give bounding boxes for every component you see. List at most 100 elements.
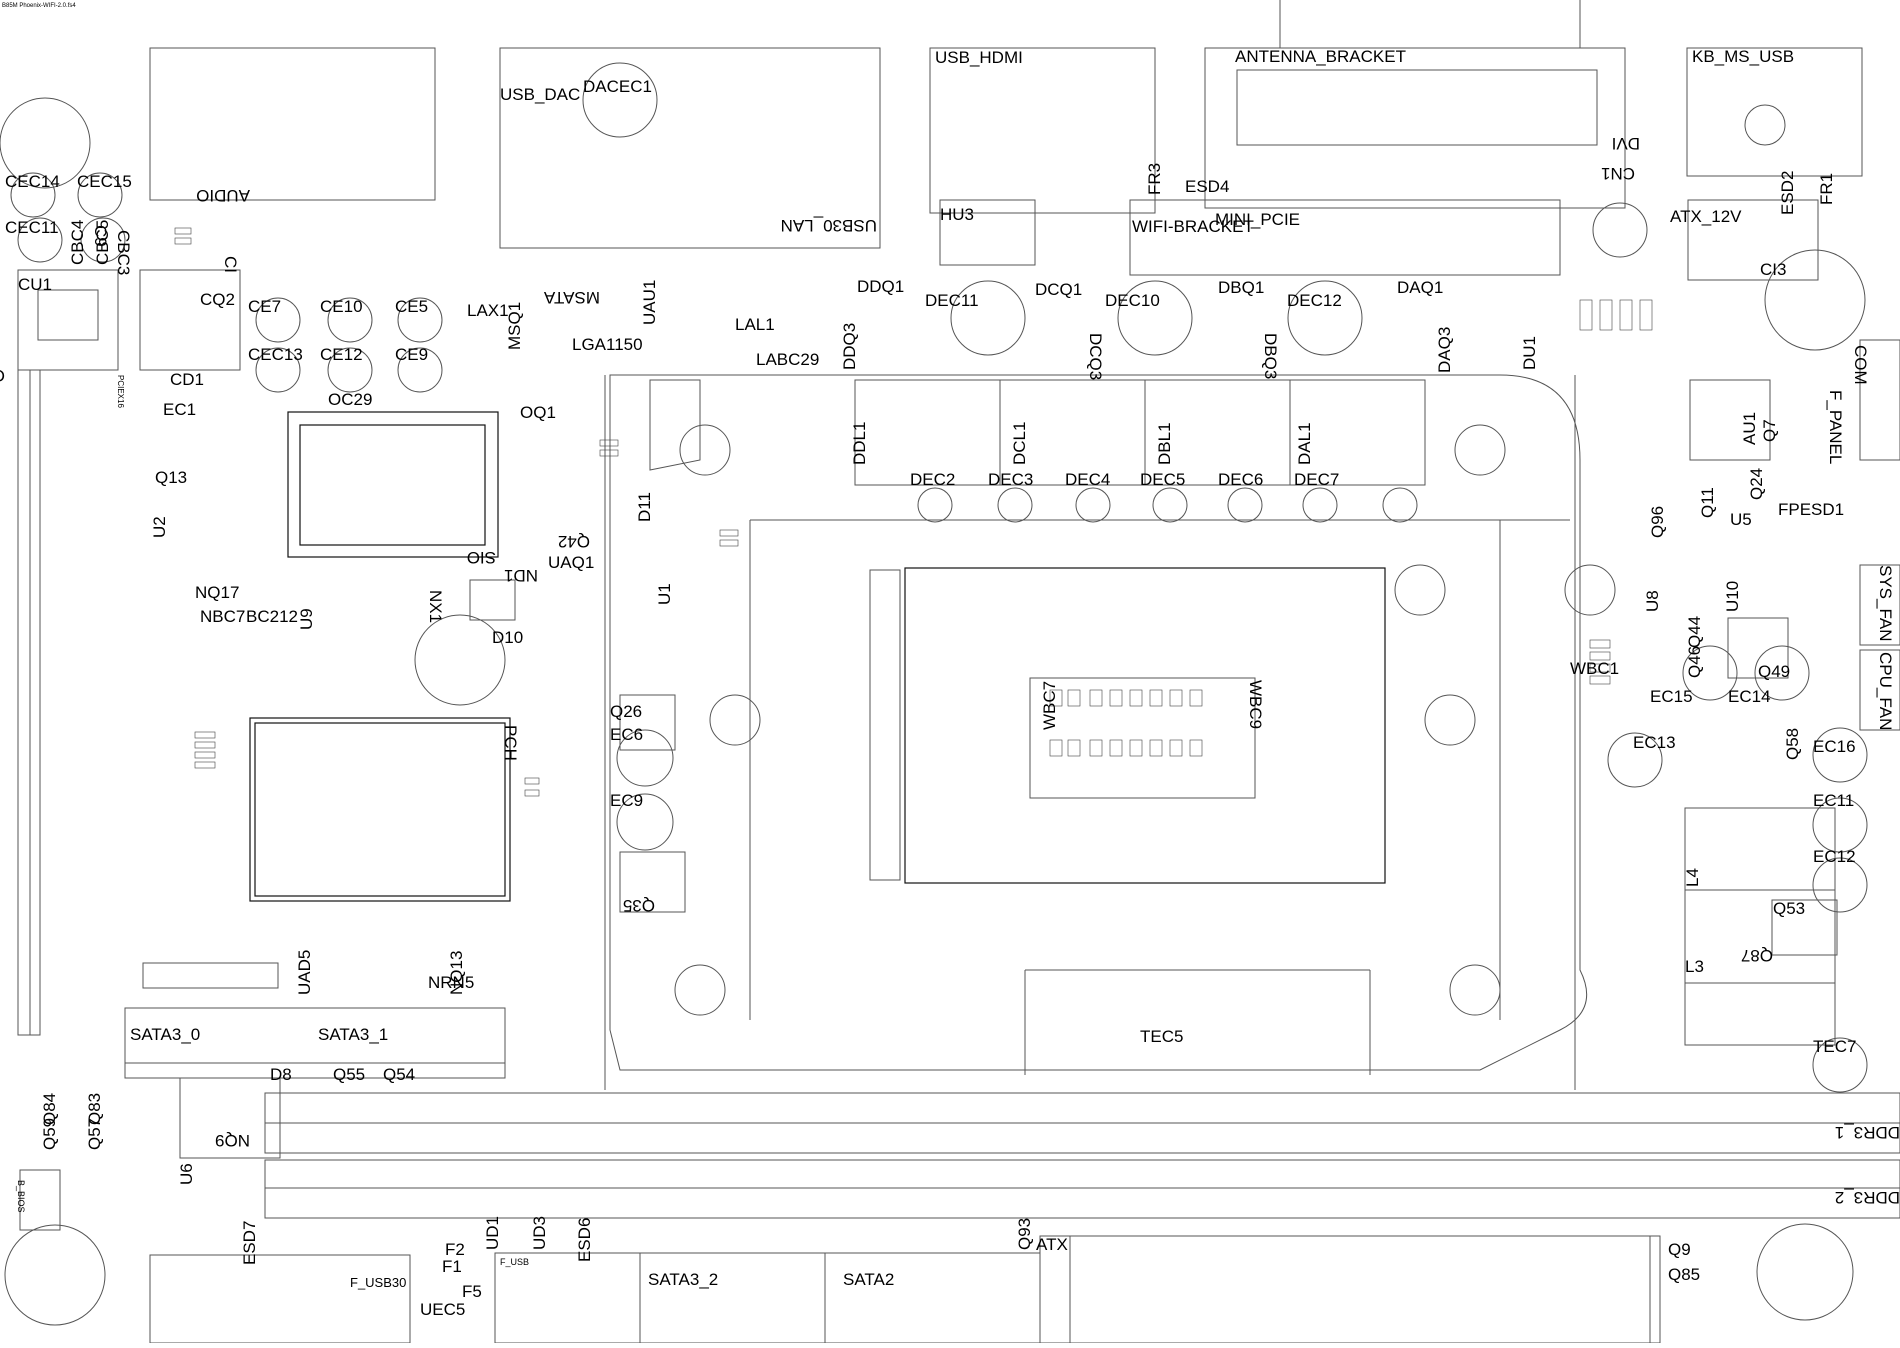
component-label-bc212: BC212 [246, 607, 298, 626]
component-label-dec12: DEC12 [1287, 291, 1342, 310]
component-label-ce9: CE9 [395, 345, 428, 364]
component-label-wbc9: WBC9 [1246, 680, 1265, 729]
component-label-u2: U2 [150, 516, 169, 538]
component-label-q11: Q11 [1698, 487, 1717, 518]
component-label-q9: Q9 [1668, 1240, 1691, 1259]
pciex16-label: PCIEX16 [116, 375, 125, 408]
component-label-u6: U6 [177, 1163, 196, 1185]
component-label-cbc3: CBC3 [114, 230, 133, 275]
component-label-uau1: UAU1 [640, 280, 659, 325]
component-label-ud3: UD3 [530, 1216, 549, 1250]
component-label-dacec1: DACEC1 [583, 77, 652, 96]
component-label-q49: Q49 [1758, 662, 1790, 681]
component-label-dcq3: DCQ3 [1086, 333, 1105, 380]
component-label-q7: Q7 [1760, 419, 1779, 442]
component-label-dec4: DEC4 [1065, 470, 1110, 489]
component-label-f1: F1 [442, 1257, 462, 1276]
component-label-esd2: ESD2 [1778, 171, 1797, 215]
pch-label: PCH [501, 725, 520, 761]
component-label-q44: Q44 [1685, 616, 1704, 648]
component-label-dec7: DEC7 [1294, 470, 1339, 489]
component-label-f2: F2 [445, 1240, 465, 1259]
component-label-q26: Q26 [610, 702, 642, 721]
component-label-l3: L3 [1685, 957, 1704, 976]
component-label-ce5: CE5 [395, 297, 428, 316]
component-label-ec12: EC12 [1813, 847, 1856, 866]
component-label-dbq1: DBQ1 [1218, 278, 1264, 297]
usb-dac-label: USB_DAC [500, 85, 580, 104]
audio-label: AUDIO [196, 186, 250, 205]
component-label-ec1: EC1 [163, 400, 196, 419]
component-label-ec16: EC16 [1813, 737, 1856, 756]
component-label-ec11: EC11 [1813, 791, 1854, 810]
component-label-dec5: DEC5 [1140, 470, 1185, 489]
component-label-dec3: DEC3 [988, 470, 1033, 489]
lga1150-label: LGA1150 [572, 335, 643, 354]
atx-12v-label: ATX_12V [1670, 207, 1742, 226]
component-label-nq9: NQ9 [215, 1131, 250, 1150]
msata-label: MSATA [543, 288, 600, 307]
component-label-wbc1: WBC1 [1570, 659, 1619, 678]
component-label-dec11: DEC11 [925, 291, 979, 310]
component-label-oq1: OQ1 [520, 403, 556, 422]
component-label-u8: U8 [1643, 590, 1662, 612]
usb-hdmi-label: USB_HDMI [935, 48, 1023, 67]
component-label-u10: U10 [1723, 581, 1742, 612]
component-label-uec5: UEC5 [420, 1300, 465, 1319]
sata3-1-label: SATA3_1 [318, 1025, 388, 1044]
component-label-cbc5: CBC5 [93, 220, 112, 265]
component-label-ec13: EC13 [1633, 733, 1676, 752]
kb-ms-usb-label: KB_MS_USB [1692, 47, 1794, 66]
component-label-nq13: NQ13 [447, 951, 466, 995]
component-label-cu1: CU1 [18, 275, 52, 294]
component-label-hu3: HU3 [940, 205, 974, 224]
component-label-cn1: CN1 [1601, 164, 1635, 183]
component-label-du1: DU1 [1520, 336, 1539, 370]
wifi-bracket-label: WIFI-BRACKET [1132, 217, 1254, 236]
antenna-bracket-label: ANTENNA_BRACKET [1235, 47, 1406, 66]
component-label-fpesd1: FPESD1 [1778, 500, 1844, 519]
component-label-q24: Q24 [1747, 468, 1766, 500]
component-label-c9: C9 [91, 225, 110, 247]
component-label-q59: Q59 [40, 1118, 59, 1150]
component-label-q54: Q54 [383, 1065, 415, 1084]
f-usb30-label: F_USB30 [350, 1275, 406, 1290]
component-label-nx1: NX1 [426, 590, 445, 623]
component-label-ddq3: DDQ3 [840, 323, 859, 370]
component-label-uad5: UAD5 [295, 950, 314, 995]
component-label-q87: Q87 [1741, 946, 1773, 965]
component-label-d11: D11 [635, 492, 654, 522]
component-label-tec5: TEC5 [1140, 1027, 1183, 1046]
component-label-wbc7: WBC7 [1040, 681, 1059, 730]
component-label-q93: Q93 [1015, 1218, 1034, 1250]
component-label-esd4: ESD4 [1185, 177, 1229, 196]
component-label-uaq1: UAQ1 [548, 553, 594, 572]
component-label-q96: Q96 [1648, 506, 1667, 538]
atx-label: ATX [1036, 1235, 1068, 1254]
component-label-q55: Q55 [333, 1065, 365, 1084]
component-label-q53: Q53 [1773, 899, 1805, 918]
component-label-cec15: CEC15 [77, 172, 132, 191]
component-label-d10: D10 [492, 628, 523, 647]
component-label-q83: Q83 [85, 1093, 104, 1125]
component-label-q46: Q46 [1685, 646, 1704, 678]
component-label-ce10: CE10 [320, 297, 363, 316]
component-label-daq1: DAQ1 [1397, 278, 1443, 297]
component-label-msq1: MSQ1 [505, 302, 524, 350]
cpu-fan-label: CPU_FAN [1876, 652, 1895, 730]
sys-fan-label: SYS_FAN [1876, 565, 1895, 642]
component-label-dcq1: DCQ1 [1035, 280, 1082, 299]
file-title: B85M Phoenix-WIFI-2.0.fs4 [2, 3, 76, 9]
component-label-f5: F5 [462, 1282, 482, 1301]
component-label-ec15: EC15 [1650, 687, 1693, 706]
component-label-q84: Q84 [40, 1093, 59, 1125]
component-label-ec6: EC6 [610, 725, 643, 744]
mini-pcie-label: MINI_PCIE [1215, 210, 1300, 229]
component-label-lax1: LAX1 [467, 301, 509, 320]
component-label-q58: Q58 [1783, 728, 1802, 760]
component-label-ec14: EC14 [1728, 687, 1771, 706]
component-label-cq2: CQ2 [200, 290, 235, 309]
component-label-ce12: CE12 [320, 345, 363, 364]
component-label-cbc24: CBC24 [0, 366, 5, 385]
